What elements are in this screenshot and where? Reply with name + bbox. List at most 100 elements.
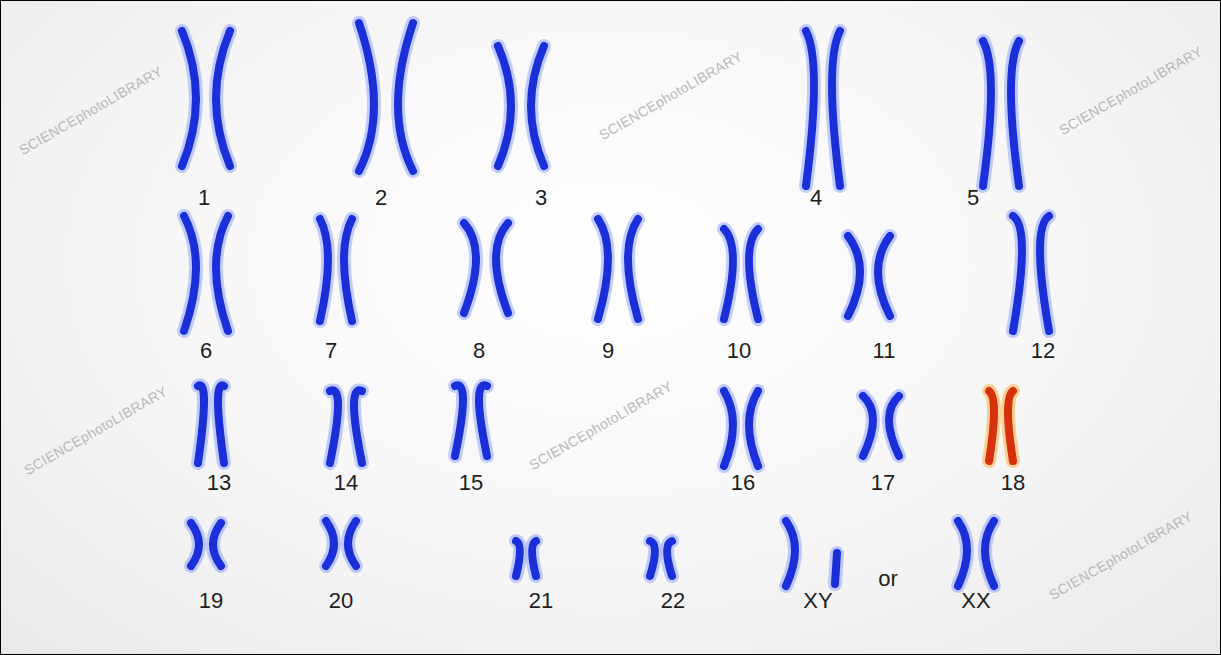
chromatid: [1008, 391, 1013, 461]
watermark: SCIENCEphotoLIBRARY: [527, 379, 676, 474]
chromatid: [650, 541, 655, 576]
chromatid: [531, 46, 544, 166]
chromatid: [330, 390, 338, 463]
chromatid-glow: [1040, 216, 1049, 331]
chromatid: [1040, 216, 1049, 331]
chromatid: [479, 385, 487, 456]
chromosome-number: 10: [727, 339, 751, 363]
chromatid-glow: [344, 219, 352, 321]
chromatid-glow: [724, 229, 733, 319]
chromatid: [496, 223, 508, 313]
watermark: SCIENCEphotoLIBRARY: [1057, 44, 1206, 139]
chromosome-number: 2: [375, 186, 387, 210]
chromatid-glow: [1013, 216, 1022, 331]
chromatid: [863, 396, 873, 456]
chromosome-number: 17: [871, 471, 895, 495]
chromatid: [1013, 216, 1022, 331]
chromatid: [464, 223, 476, 313]
chromosome-number: 12: [1031, 339, 1055, 363]
chromatid: [398, 23, 413, 171]
chromatid-glow: [1008, 391, 1013, 461]
chromatid-glow: [218, 385, 224, 463]
chromatid: [182, 31, 196, 166]
watermark: SCIENCEphotoLIBRARY: [22, 384, 171, 479]
chromatid: [628, 219, 638, 319]
chromatid: [320, 219, 328, 321]
chromatid: [724, 391, 733, 466]
chromatid-glow: [213, 523, 221, 566]
chromosome-number: 4: [810, 186, 822, 210]
chromatid-glow: [191, 523, 199, 566]
chromatid-glow: [516, 541, 520, 576]
watermark: SCIENCEphotoLIBRARY: [17, 64, 166, 159]
chromatid: [348, 521, 356, 566]
chromosome-number: 14: [334, 471, 358, 495]
chromatid: [216, 31, 230, 166]
chromatid-glow: [878, 236, 890, 316]
sex-chromosome-label: XY: [803, 589, 832, 613]
chromatid: [749, 391, 758, 466]
chromatid-glow: [531, 46, 544, 166]
chromosome-number: 11: [873, 339, 896, 363]
chromatid-glow: [330, 390, 338, 463]
chromatid-glow: [889, 396, 899, 456]
chromatid: [216, 216, 228, 331]
chromatid-glow: [348, 521, 356, 566]
chromatid-glow: [786, 521, 795, 586]
chromatid: [516, 541, 520, 576]
chromatid: [806, 31, 814, 186]
chromatid-glow: [985, 521, 994, 586]
chromatid-glow: [598, 219, 608, 319]
chromatid: [989, 391, 994, 461]
chromosome-number: 18: [1001, 471, 1025, 495]
chromatid: [786, 521, 795, 586]
chromatid: [455, 385, 463, 456]
chromosome-number: 9: [602, 339, 614, 363]
chromatid-glow: [496, 223, 508, 313]
chromatid-glow: [806, 31, 814, 186]
chromosome-number: 13: [207, 471, 231, 495]
chromosome-number: 1: [198, 186, 210, 210]
chromosome-number: 15: [459, 471, 483, 495]
sex-chromosome-label: or: [878, 567, 898, 591]
chromosome-number: 16: [731, 471, 755, 495]
chromosome-number: 21: [529, 589, 553, 613]
chromatid-glow: [628, 219, 638, 319]
chromatid-glow: [983, 41, 991, 186]
chromatid: [498, 46, 511, 166]
chromatid: [344, 219, 352, 321]
chromosome-number: 8: [473, 339, 485, 363]
chromatid-glow: [359, 23, 374, 171]
chromatid-glow: [320, 219, 328, 321]
chromatid: [1011, 41, 1019, 186]
chromatid: [878, 236, 890, 316]
chromatid: [213, 523, 221, 566]
chromosome-number: 7: [325, 339, 337, 363]
chromatid: [359, 23, 374, 171]
chromatid-glow: [749, 391, 758, 466]
chromatid-glow: [479, 385, 487, 456]
chromatid-glow: [455, 385, 463, 456]
chromatid: [184, 216, 196, 331]
chromatid-glow: [198, 385, 204, 463]
chromatid-glow: [464, 223, 476, 313]
chromosome-number: 19: [199, 589, 223, 613]
chromatid-glow: [749, 229, 758, 319]
chromatid-glow: [216, 31, 230, 166]
chromatid-glow: [724, 391, 733, 466]
chromosome-number: 22: [661, 589, 685, 613]
chromatid-glow: [182, 31, 196, 166]
chromatid: [667, 541, 672, 576]
chromatid: [198, 385, 204, 463]
chromatid: [835, 553, 837, 584]
chromosome-number: 20: [329, 589, 353, 613]
chromatid: [191, 523, 199, 566]
chromatid: [983, 41, 991, 186]
chromatid: [848, 236, 860, 316]
chromatid-glow: [326, 521, 334, 566]
chromatid: [326, 521, 334, 566]
chromatid-glow: [835, 553, 837, 584]
chromatid-glow: [958, 521, 967, 586]
